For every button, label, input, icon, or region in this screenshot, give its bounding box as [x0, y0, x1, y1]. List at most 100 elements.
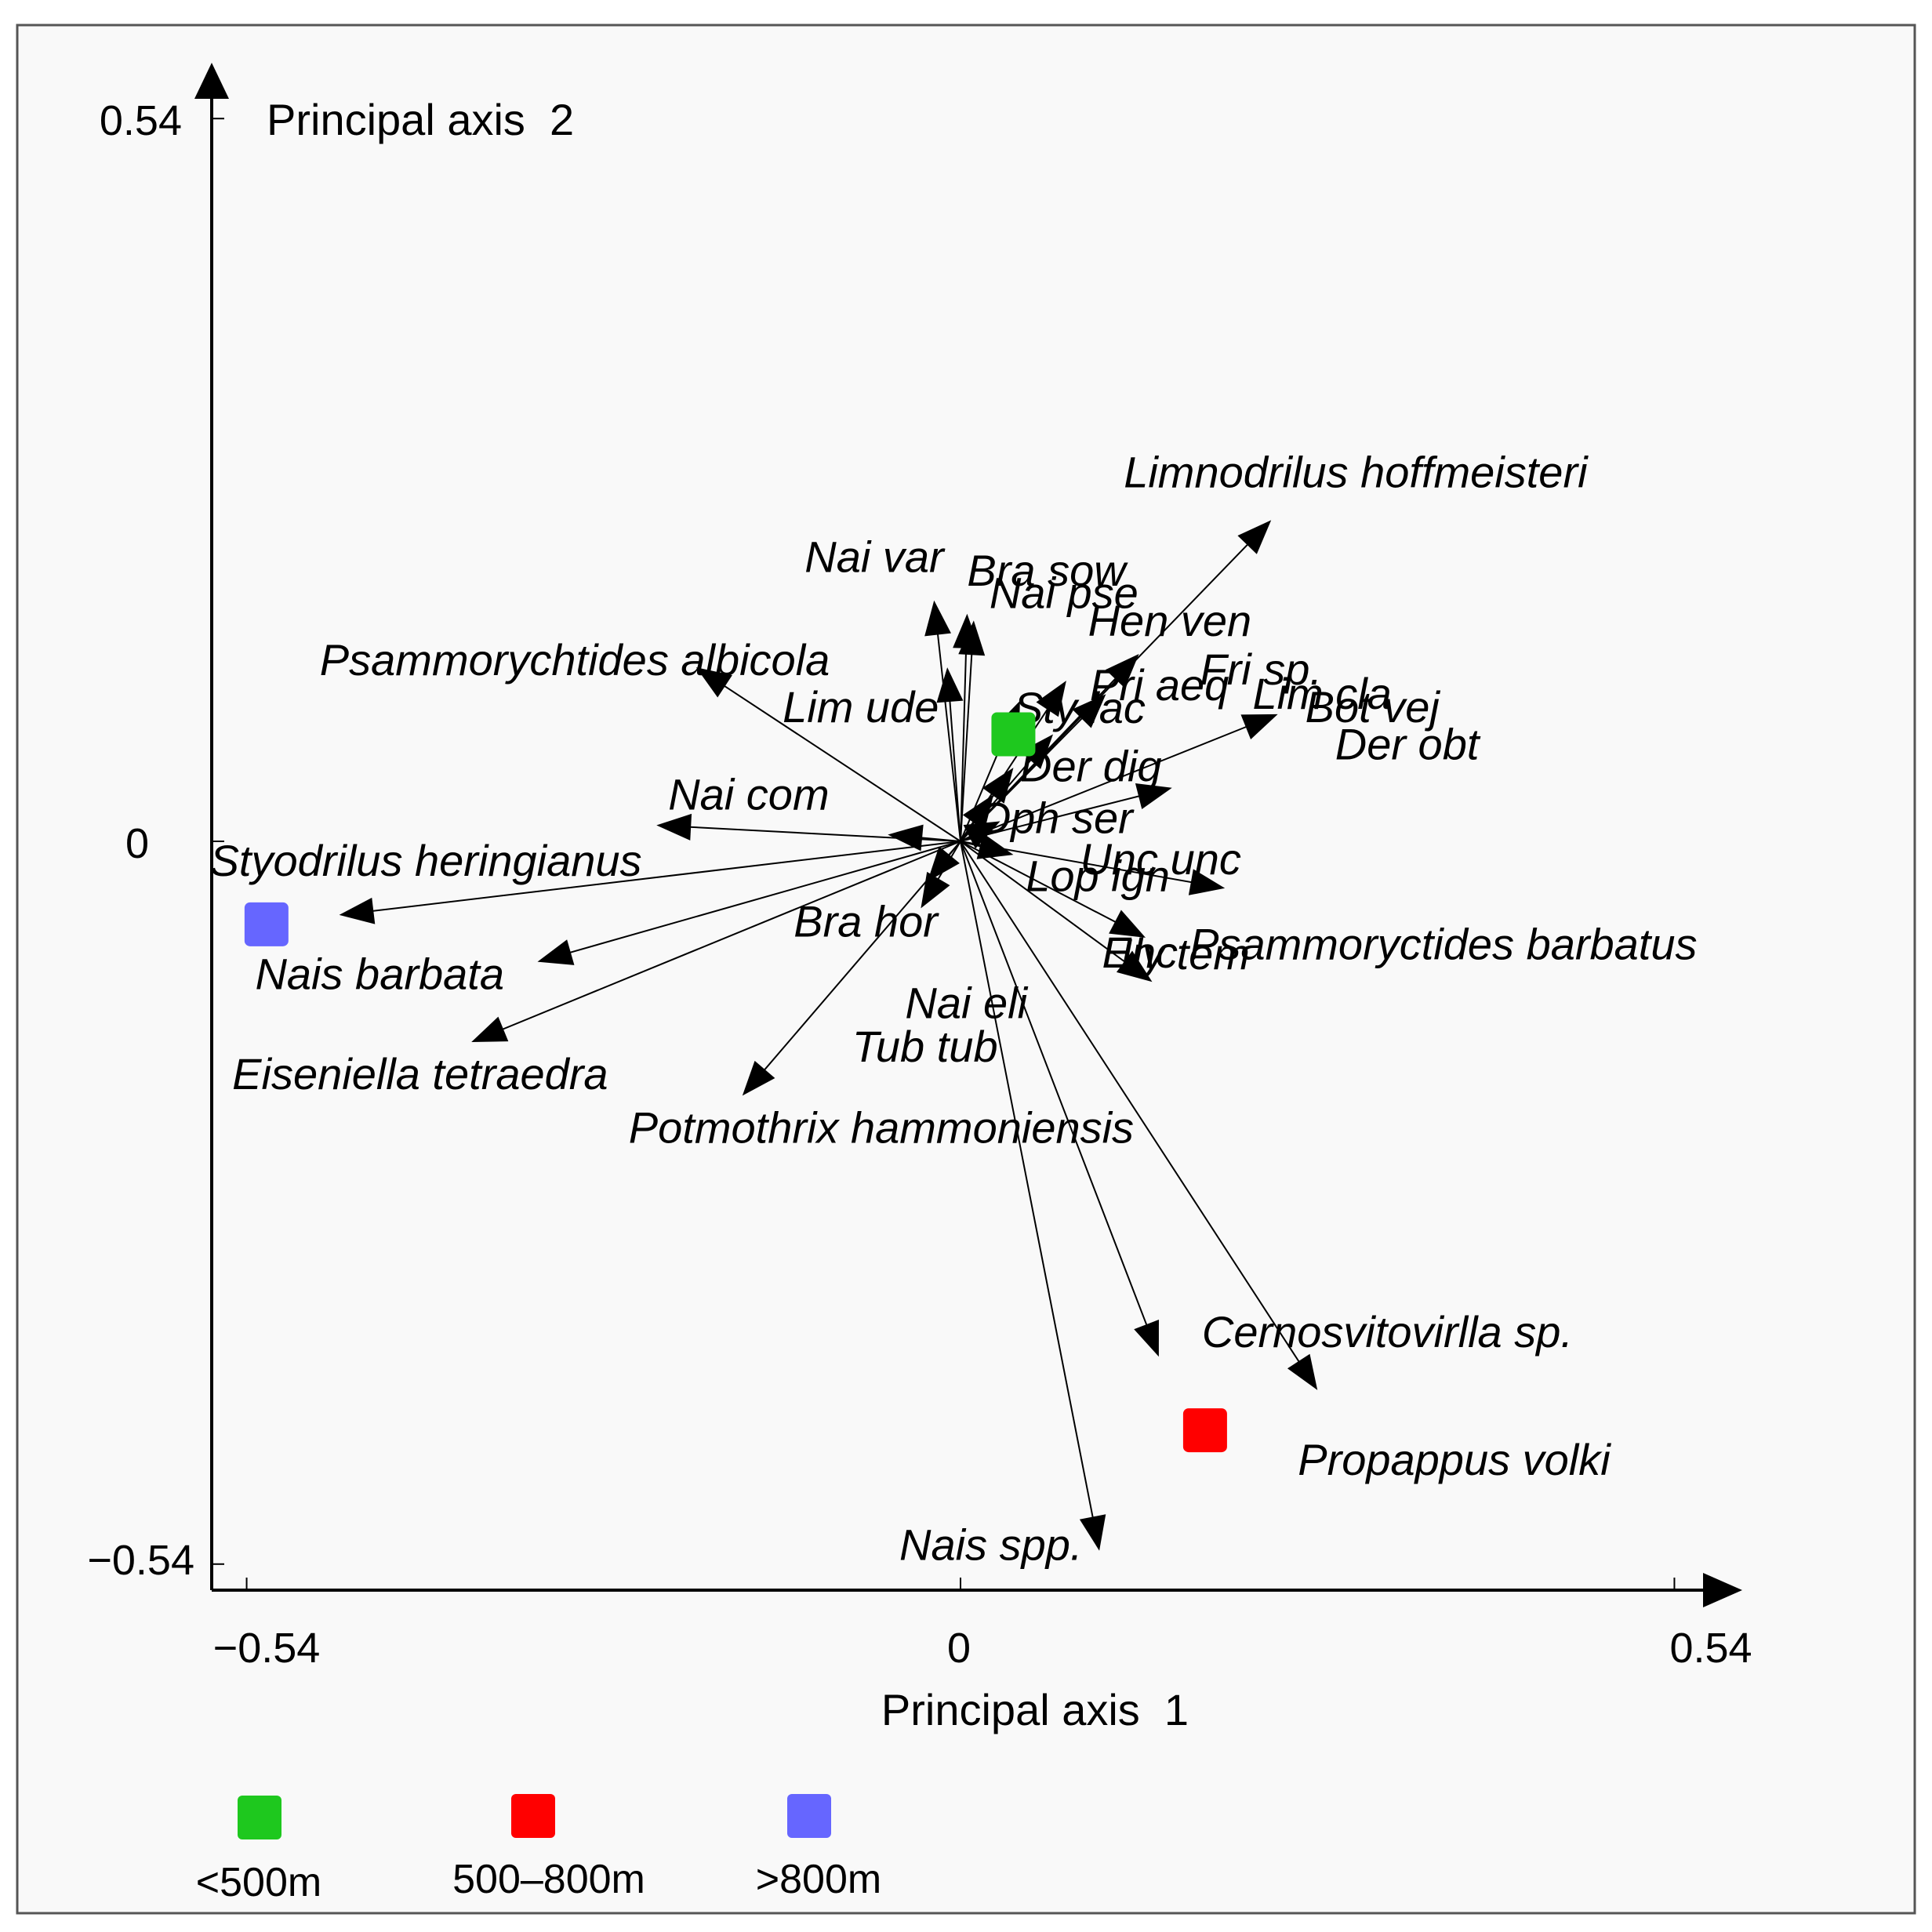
vector-nai-pse	[960, 644, 974, 842]
label-oph-ser: Oph ser	[977, 793, 1135, 842]
vector-arrowhead-lop-ign	[1188, 869, 1226, 895]
vector-ily-tem	[960, 841, 1125, 928]
vector-arrowhead-pri-aeq	[1036, 681, 1066, 717]
vector-arrowhead-propappus-volki	[1287, 1353, 1318, 1390]
vector-arrowhead-bra-hor	[888, 824, 924, 852]
label-propappus-volki: Propappus volki	[1298, 1435, 1611, 1484]
label-nai-pse: Nai pse	[990, 568, 1138, 617]
vector-arrowhead-nai-var	[924, 600, 951, 637]
vector-arrowhead-hen-ven	[1105, 654, 1139, 688]
vector-arrowhead-tub-tub	[927, 846, 960, 882]
vector-arrowhead-lim-ude	[936, 667, 964, 703]
vector-arrowhead-enc	[1116, 950, 1153, 982]
x-tick-label-min: −0.54	[213, 1625, 321, 1672]
label-pri-aeq: Pri aeq	[1090, 660, 1229, 710]
y-tick-label-max: 0.54	[100, 97, 182, 144]
plot-frame	[16, 24, 1916, 1915]
vector-nai-var	[935, 623, 961, 842]
legend: <500m 500–800m >800m	[196, 1794, 881, 1905]
label-limnodrilus-hoffmeisteri: Limnodrilus hoffmeisteri	[1124, 447, 1589, 496]
vector-arrowhead-ily-tem	[1109, 910, 1146, 938]
point-lt500m	[991, 712, 1036, 757]
label-lop-ign: Lop ign	[1026, 852, 1170, 901]
x-axis-label: Principal axis 1	[881, 1685, 1189, 1734]
vector-arrowhead-unc-unc	[976, 833, 1014, 859]
vector-der-obt	[960, 793, 1149, 842]
vector-arrowhead-limnodrilus-hoffmeisteri	[1237, 520, 1272, 554]
label-bot-vej: Bot vej	[1306, 682, 1441, 732]
vector-arrowhead-bot-vej	[1240, 714, 1278, 739]
species-vectors	[339, 520, 1318, 1551]
label-bra-hor: Bra hor	[794, 896, 939, 946]
label-hen-ven: Hen ven	[1088, 596, 1252, 645]
label-psammoryctides-barbatus: Psammoryctides barbatus	[1189, 919, 1697, 968]
vector-styodrilus-heringianus	[362, 841, 961, 913]
vector-eiseniella-tetraedra	[492, 841, 961, 1034]
vector-arrowhead-der-dig	[1020, 734, 1054, 769]
y-axis-arrowhead	[194, 63, 229, 99]
legend-label-gt800m: >800m	[756, 1857, 881, 1902]
vector-cernosvitovirlla-sp	[960, 841, 1152, 1335]
vector-arrowhead-styodrilus-heringianus	[339, 897, 376, 924]
label-nais-barbata: Nais barbata	[255, 950, 504, 999]
legend-swatch-500-800m	[511, 1794, 555, 1838]
vector-arrowhead-nai-com	[656, 813, 692, 841]
y-axis-label: Principal axis 2	[267, 95, 574, 144]
label-unc-unc: Unc unc	[1080, 834, 1240, 884]
vector-arrowhead-nais-spp	[1079, 1514, 1106, 1551]
group-points	[244, 712, 1227, 1453]
label-cernosvitovirlla-sp: Cernosvitovirlla sp.	[1202, 1307, 1573, 1356]
vector-nais-barbata	[560, 841, 961, 957]
vector-lim-ude	[948, 690, 961, 842]
label-potmothrix-hammoniensis: Potmothrix hammoniensis	[629, 1102, 1134, 1152]
vector-bra-sow	[960, 637, 968, 842]
vector-propappus-volki	[960, 841, 1306, 1371]
x-tick-label-max: 0.54	[1669, 1625, 1752, 1672]
label-styodrilus-heringianus: Styodrilus heringianus	[210, 836, 642, 885]
label-nai-com: Nai com	[668, 770, 829, 819]
vector-arrowhead-nai-pse	[958, 620, 986, 656]
x-tick-label-zero: 0	[947, 1625, 971, 1672]
label-psammorychtides-albicola: Psammorychtides albicola	[320, 635, 830, 685]
vector-arrowhead-nais-barbata	[537, 939, 575, 965]
label-der-dig: Der dig	[1020, 741, 1162, 790]
legend-swatch-gt800m	[787, 1794, 831, 1838]
label-der-obt: Der obt	[1335, 720, 1481, 769]
point-500-800m	[1182, 1408, 1227, 1453]
vector-arrowhead-lim-cla	[982, 768, 1014, 804]
vector-arrowhead-der-obt	[1135, 783, 1172, 809]
vector-arrowhead-psammorychtides-albicola	[695, 667, 732, 698]
vector-arrowhead-oph-ser	[963, 821, 1000, 849]
label-tub-tub: Tub tub	[852, 1022, 998, 1071]
label-sty-lac: Sty lac	[1014, 683, 1146, 732]
vector-lop-ign	[960, 841, 1202, 885]
legend-label-lt500m: <500m	[196, 1860, 321, 1905]
label-nais-spp: Nais spp.	[899, 1520, 1082, 1570]
vector-bot-vej	[960, 722, 1257, 842]
label-enc: Enc	[1102, 928, 1178, 977]
vector-arrowhead-psammoryctides-barbatus	[962, 794, 994, 831]
vector-arrowhead-cernosvitovirlla-sp	[1134, 1320, 1159, 1357]
y-tick-label-zero: 0	[125, 820, 149, 867]
label-nai-var: Nai var	[804, 532, 946, 582]
vector-enc	[960, 841, 1134, 969]
vector-arrowhead-fri-sp	[1072, 694, 1106, 728]
x-axis-arrowhead	[1703, 1573, 1742, 1607]
legend-label-500-800m: 500–800m	[452, 1857, 645, 1902]
label-lim-ude: Lim ude	[783, 682, 939, 732]
label-bra-sow: Bra sow	[967, 546, 1128, 595]
vector-nais-spp	[960, 841, 1096, 1528]
label-lim-cla: Lim cla	[1252, 669, 1391, 718]
legend-swatch-lt500m	[238, 1796, 281, 1839]
tick-marks	[212, 118, 1676, 1590]
y-tick-label-min: −0.54	[87, 1537, 194, 1584]
vector-arrowhead-potmothrix-hammoniensis	[742, 1060, 775, 1096]
label-eiseniella-tetraedra: Eiseniella tetraedra	[232, 1049, 608, 1099]
label-ily-tem: Ily tem	[1120, 929, 1250, 979]
label-fri-sp: Fri sp.	[1200, 645, 1322, 694]
point-gt800m	[244, 902, 289, 946]
vector-arrowhead-eiseniella-tetraedra	[471, 1016, 509, 1043]
vector-psammorychtides-albicola	[715, 679, 961, 842]
